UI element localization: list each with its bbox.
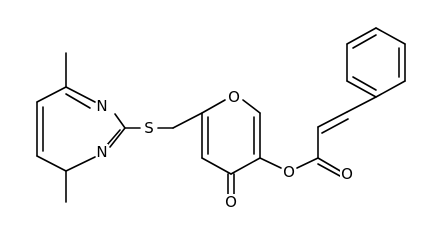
bond: [109, 127, 126, 148]
ester-linkage: [259, 126, 343, 177]
bond: [375, 27, 406, 45]
bond: [242, 99, 261, 114]
bond: [36, 155, 67, 172]
phenyl-ring: [346, 27, 406, 98]
bond: [352, 34, 377, 49]
ring-oxygen-label: O: [228, 88, 240, 106]
bond: [65, 93, 91, 109]
bond: [201, 99, 226, 114]
bond: [114, 113, 126, 129]
bond: [230, 157, 261, 175]
bond: [259, 157, 282, 169]
bond: [352, 76, 377, 91]
bond: [321, 118, 349, 134]
pyranone-ring: [201, 99, 261, 195]
bond: [317, 163, 341, 177]
ester-carbonyl-oxygen-label: O: [341, 165, 353, 183]
nitrogen-lower-label: N: [96, 143, 107, 161]
bond: [317, 157, 343, 173]
bond: [317, 111, 348, 128]
alkene-chain: [317, 96, 377, 134]
bond: [36, 86, 67, 103]
bond: [346, 80, 377, 98]
bond: [296, 157, 319, 169]
thioether-linker: [124, 112, 203, 129]
bond: [172, 112, 203, 129]
nitrogen-upper-label: N: [96, 97, 107, 115]
bond: [106, 129, 121, 146]
atom-labels: N N S O O O O: [96, 88, 354, 211]
bond: [346, 96, 377, 113]
bond: [65, 156, 96, 172]
carbonyl-oxygen-label: O: [225, 193, 237, 211]
ester-oxygen-label: O: [283, 163, 295, 181]
bond: [65, 86, 96, 103]
bond: [375, 80, 406, 98]
pyrimidine-ring: [36, 52, 126, 203]
bond: [346, 27, 377, 45]
bond: [201, 157, 232, 175]
sulfur-label: S: [144, 119, 154, 137]
